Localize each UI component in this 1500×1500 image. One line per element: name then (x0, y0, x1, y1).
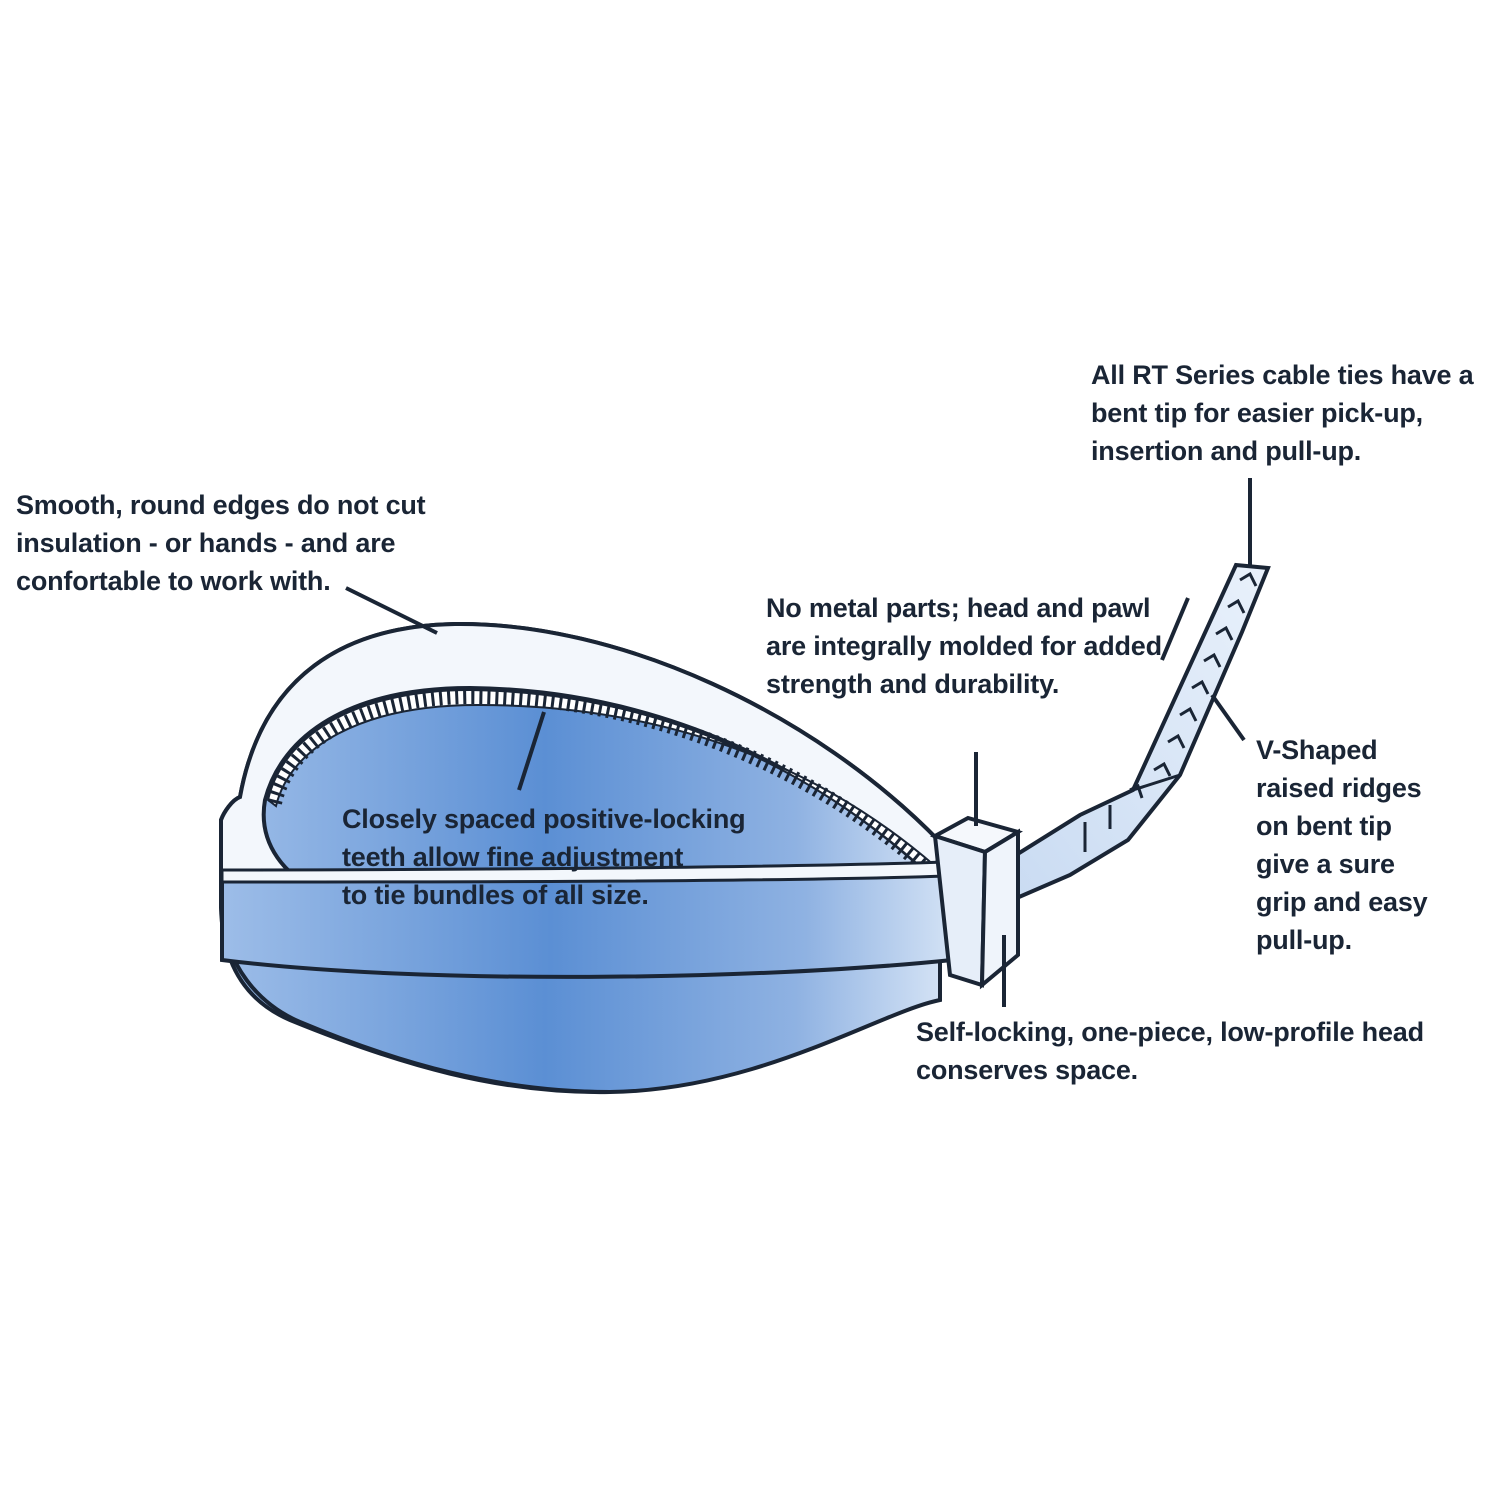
loop-band-bottom-edge (219, 905, 611, 1094)
callout-no-metal: No metal parts; head and pawl are integr… (766, 593, 1162, 699)
leader-teeth (517, 711, 546, 791)
loop-teeth (268, 689, 937, 880)
lock-head-right (979, 828, 1020, 990)
leader-lines (345, 478, 1252, 1007)
leader-edges (345, 586, 438, 635)
tail-strap (1005, 562, 1271, 903)
tail-bend-line (1132, 773, 1181, 792)
callout-locking-head: Self-locking, one-piece, low-profile hea… (916, 1017, 1424, 1085)
callout-round-edges: Smooth, round edges do not cut insulatio… (16, 490, 426, 596)
leader-metal (1160, 597, 1190, 661)
tip-ridges (1083, 571, 1258, 852)
callout-locking-teeth: Closely spaced positive-locking teeth al… (342, 804, 746, 910)
leader-ridges (1210, 693, 1246, 742)
callout-bent-tip: All RT Series cable ties have a bent tip… (1091, 360, 1474, 466)
callout-v-ridges: V-Shaped raised ridges on bent tip give … (1256, 735, 1428, 955)
